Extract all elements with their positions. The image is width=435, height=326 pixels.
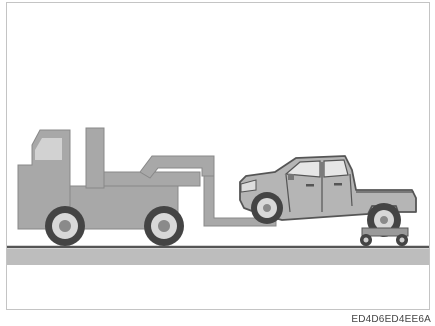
tow-truck-icon [18, 128, 276, 246]
tow-truck-front-wheel-icon [45, 206, 85, 246]
road-icon [7, 247, 429, 265]
figure-code: ED4D6ED4EE6A [351, 314, 431, 325]
tow-truck-rear-wheel-icon [144, 206, 184, 246]
pickup-front-wheel-icon [251, 192, 283, 224]
